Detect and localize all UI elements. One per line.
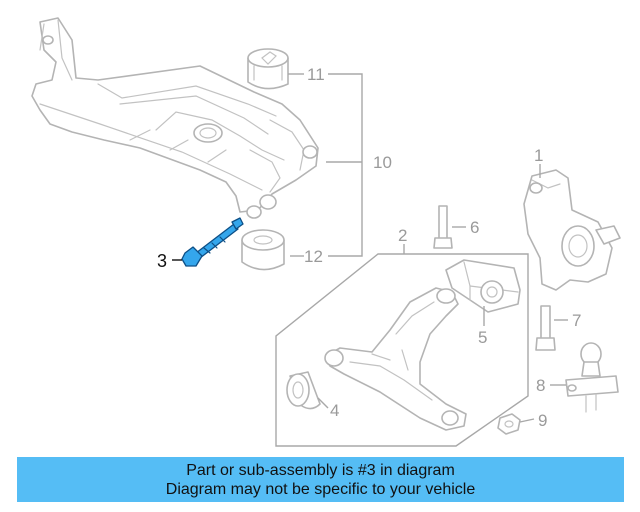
callout-8: 8	[536, 376, 545, 395]
callout-7: 7	[572, 311, 581, 330]
callout-4: 4	[330, 401, 339, 420]
callout-11: 11	[307, 65, 325, 84]
leader-lines	[172, 73, 568, 423]
highlighted-bolt-part-3	[181, 217, 244, 267]
bolt-part-6	[433, 205, 453, 249]
callout-1: 1	[534, 146, 543, 165]
callout-12: 12	[304, 247, 323, 266]
callout-5: 5	[478, 328, 487, 347]
banner-line-part-number: Part or sub-assembly is #3 in diagram	[186, 462, 455, 479]
callout-2: 2	[398, 226, 407, 245]
callout-3: 3	[157, 251, 167, 271]
mount-bushing-lower	[241, 229, 285, 271]
control-arm	[324, 287, 467, 431]
subframe	[31, 17, 319, 219]
banner-line-disclaimer: Diagram may not be specific to your vehi…	[165, 481, 476, 498]
mount-bushing-upper	[247, 48, 289, 90]
info-banner: Part or sub-assembly is #3 in diagram Di…	[17, 457, 624, 502]
callout-10: 10	[373, 153, 392, 172]
callout-6: 6	[470, 218, 479, 237]
bushing-part-5	[445, 259, 521, 313]
nut-part-9	[497, 413, 521, 435]
callout-9: 9	[538, 411, 547, 430]
ball-joint	[565, 342, 619, 413]
bolt-part-7	[535, 305, 556, 351]
group-bracket-part-2	[275, 244, 529, 447]
bushing-part-4	[286, 371, 321, 410]
steering-knuckle	[523, 169, 621, 291]
